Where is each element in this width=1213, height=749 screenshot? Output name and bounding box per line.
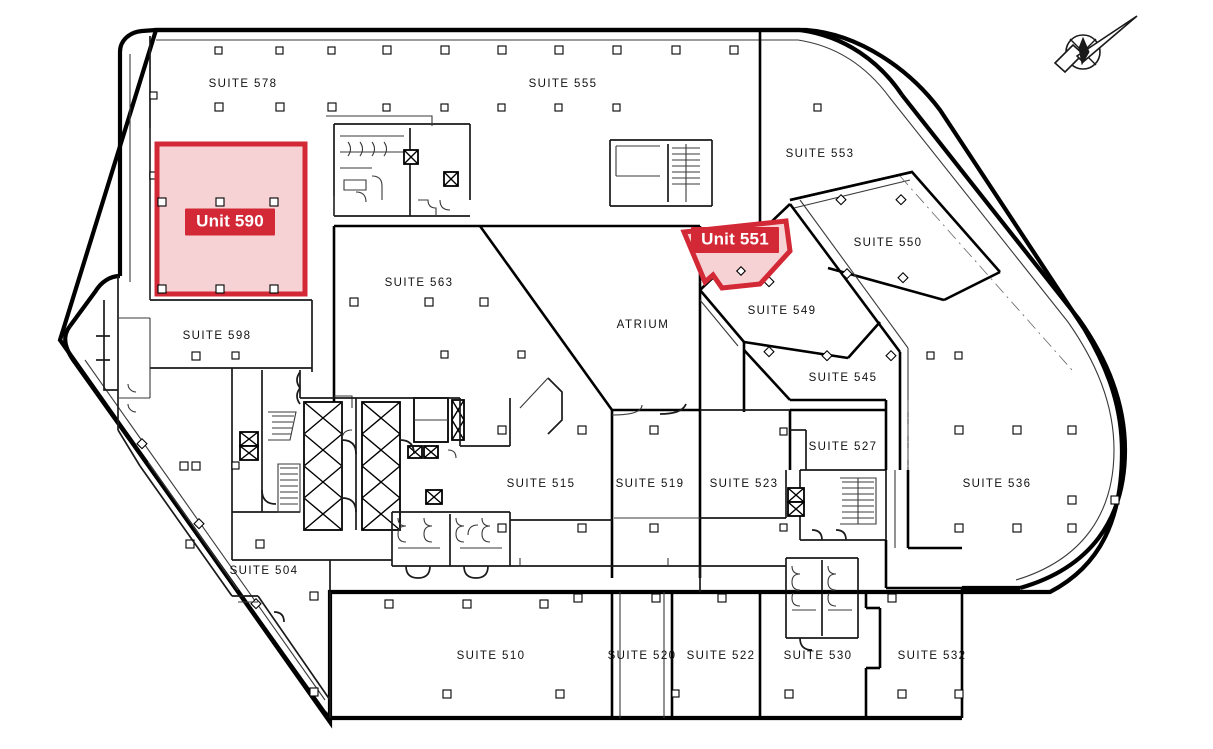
east-stair [787, 469, 887, 541]
unit-551-highlight[interactable]: Unit 551 [680, 218, 793, 291]
suite-532-label: SUITE 532 [898, 650, 967, 662]
building-outline [57, 27, 1128, 729]
suite-550-label: SUITE 550 [854, 237, 923, 249]
unit-590-label: Unit 590 [196, 211, 264, 230]
suite-545-label: SUITE 545 [809, 372, 878, 384]
suite-519-label: SUITE 519 [616, 478, 685, 490]
suite-598-label: SUITE 598 [183, 330, 252, 342]
west-service-core [232, 367, 312, 513]
suite-553-label: SUITE 553 [786, 148, 855, 160]
elevator-core [300, 397, 511, 531]
doors [341, 404, 643, 536]
north-center-stair [609, 139, 713, 207]
northwest-partitions [149, 36, 313, 560]
unit-551-label: Unit 551 [701, 229, 769, 248]
exterior-wall-inner-line [84, 39, 1115, 701]
west-lobby [96, 276, 151, 467]
south-center-restrooms [232, 511, 511, 592]
unit-590-highlight[interactable]: Unit 590 [154, 141, 308, 297]
north-core [326, 115, 471, 217]
north-arrow-icon [1053, 15, 1138, 74]
mid-corridor [510, 409, 790, 592]
south-row-walls [329, 590, 962, 718]
suite-536-label: SUITE 536 [963, 478, 1032, 490]
suite-555-label: SUITE 555 [529, 78, 598, 90]
suite-523-label: SUITE 523 [710, 478, 779, 490]
column-markers [136, 45, 1120, 699]
suite-536-walls [884, 470, 962, 590]
suite-530-label: SUITE 530 [784, 650, 853, 662]
suite-563-label: SUITE 563 [385, 277, 454, 289]
southwest-corridor [139, 461, 331, 701]
suite-527-label: SUITE 527 [809, 441, 878, 453]
suite-520-label: SUITE 520 [608, 650, 677, 662]
atrium-label: ATRIUM [617, 319, 670, 331]
suite-522-label: SUITE 522 [687, 650, 756, 662]
southeast-core [785, 557, 859, 651]
suite-578-label: SUITE 578 [209, 78, 278, 90]
suite-549-label: SUITE 549 [748, 305, 817, 317]
suite-510-label: SUITE 510 [457, 650, 526, 662]
suite-504-label: SUITE 504 [230, 565, 299, 577]
suite-515-label: SUITE 515 [507, 478, 576, 490]
